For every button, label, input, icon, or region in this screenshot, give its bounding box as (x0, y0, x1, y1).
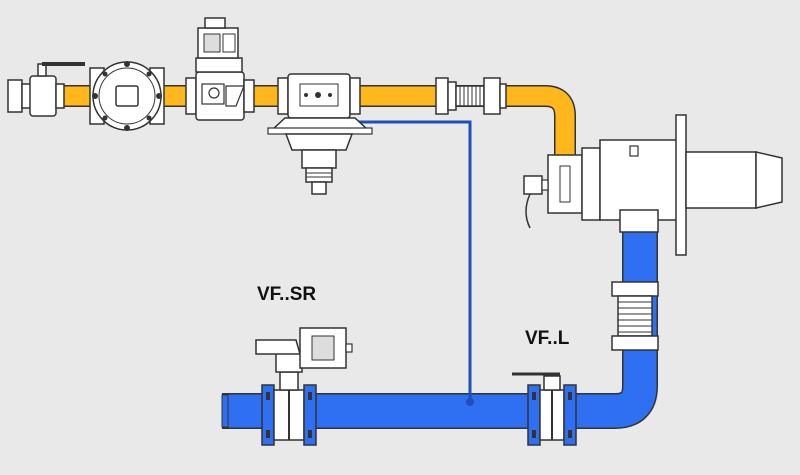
butterfly-valve-vf-l (512, 372, 577, 446)
actuator-icon (255, 327, 353, 373)
air-compensator-icon (611, 281, 659, 351)
gas-pipe (20, 85, 576, 160)
butterfly-valve-vf-sr (261, 371, 317, 446)
label-vf-l: VF..L (525, 328, 570, 349)
gas-filter-icon (89, 61, 165, 131)
air-pipe (221, 222, 658, 429)
label-vf-sr: VF..SR (257, 284, 317, 305)
ball-valve-icon (7, 62, 85, 117)
solenoid-valve-icon (185, 17, 255, 121)
pressure-regulator-icon (267, 73, 373, 195)
burner-icon (523, 114, 783, 256)
flexible-hose-icon (435, 77, 507, 115)
